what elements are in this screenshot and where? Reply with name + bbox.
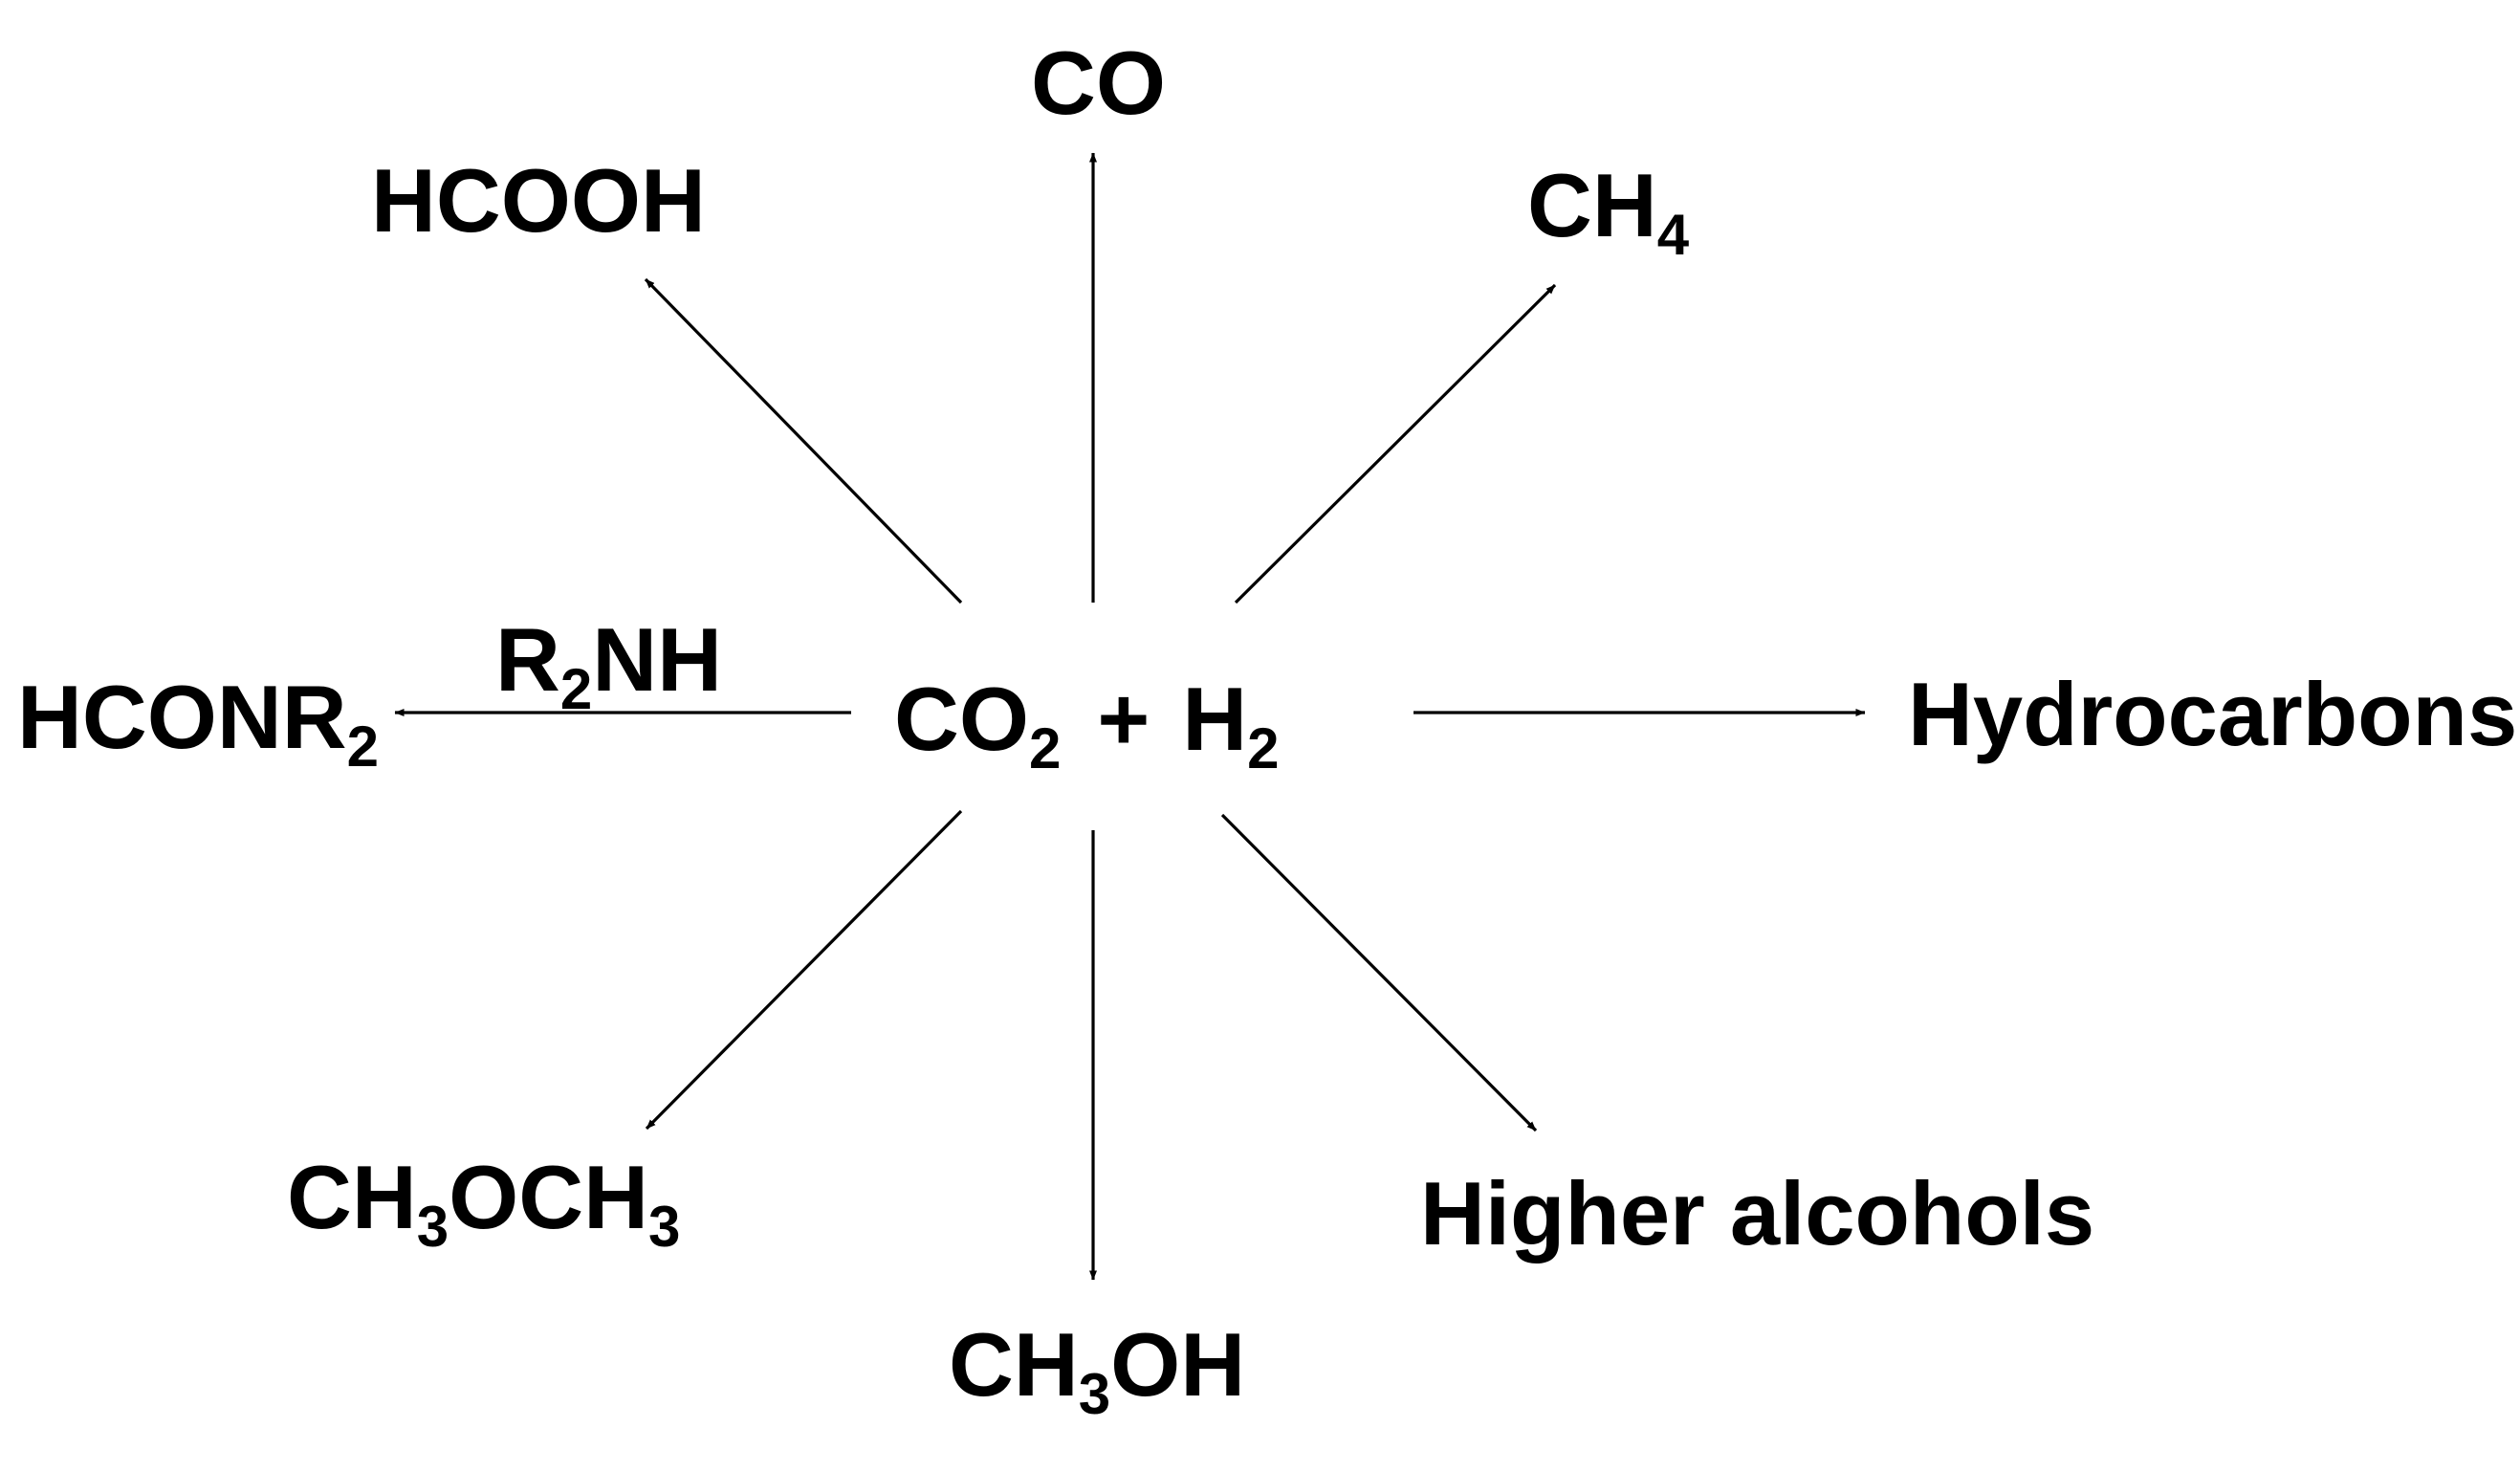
product-methanol: CH3OH bbox=[949, 1314, 1246, 1427]
product-hydrocarbons: Hydrocarbons bbox=[1908, 664, 2518, 764]
product-dimethyl-ether: CH3OCH3 bbox=[287, 1147, 681, 1260]
plus-sign: + bbox=[1097, 669, 1150, 769]
reagent-r2nh: R2NH bbox=[495, 609, 723, 722]
h2-formula: H2 bbox=[1182, 669, 1280, 781]
product-co: CO bbox=[1031, 33, 1166, 133]
arrow-to-higher-alcohols bbox=[1220, 813, 1538, 1132]
arrow-to-dme bbox=[645, 809, 963, 1131]
product-hconr2: HCONR2 bbox=[17, 667, 380, 780]
arrow-to-hcooh bbox=[644, 277, 963, 604]
co2-formula: CO2 bbox=[894, 669, 1062, 781]
arrow-to-ch4 bbox=[1234, 283, 1557, 604]
product-ch4: CH4 bbox=[1527, 155, 1690, 268]
reactants-label: CO2 + H2 bbox=[894, 669, 1280, 778]
product-higher-alcohols: Higher alcohols bbox=[1420, 1163, 2095, 1263]
product-hcooh: HCOOH bbox=[371, 150, 706, 251]
